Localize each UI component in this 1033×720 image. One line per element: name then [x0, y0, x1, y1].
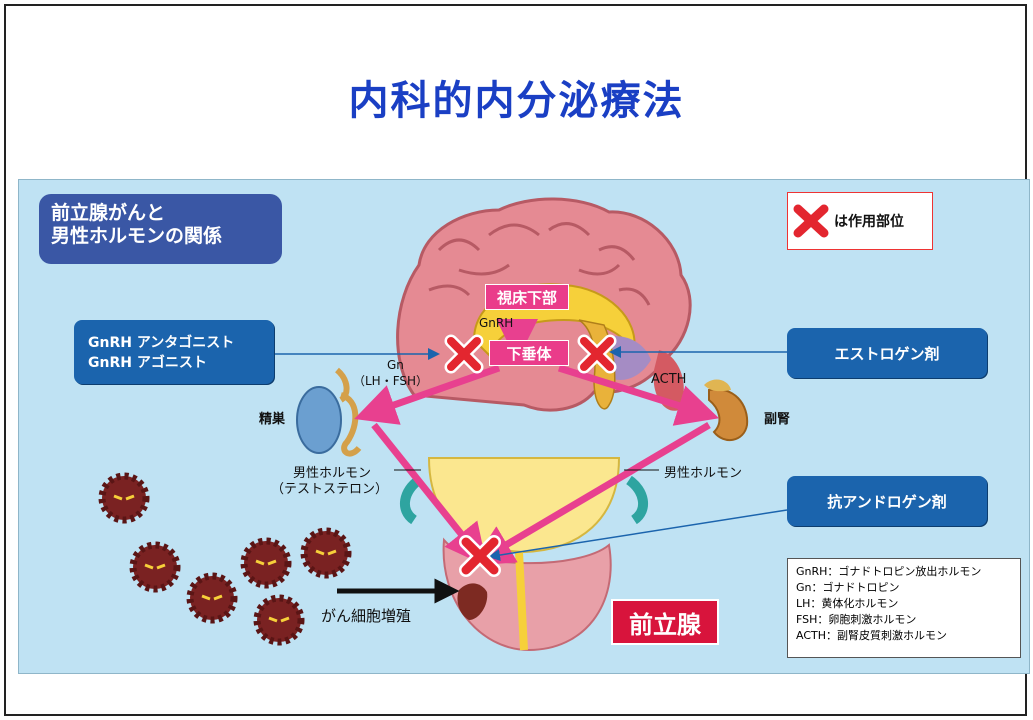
adrenal-label: 副腎 [764, 412, 791, 427]
action-site-cross [444, 334, 484, 374]
action-site-cross [577, 334, 617, 374]
abbreviation-glossary: GnRH：ゴナドトロピン放出ホルモン Gn：ゴナドトロピン LH：黄体化ホルモン… [787, 558, 1021, 658]
legend-label: は作用部位 [834, 214, 904, 230]
androgen-right-label: 男性ホルモン [664, 466, 743, 481]
lh-fsh-label: （LH・FSH） [353, 374, 429, 388]
gnrh-agonist-label: GnRH アゴニスト [88, 355, 207, 371]
diagram-heading: 前立腺がんと 男性ホルモンの関係 [39, 194, 282, 264]
androgen-left-label: 男性ホルモン [293, 466, 372, 481]
adrenal-illustration [704, 379, 749, 441]
glossary-item: GnRH：ゴナドトロピン放出ホルモン [796, 565, 982, 578]
cross-icon [793, 204, 829, 238]
gnrh-drug-box: GnRH アンタゴニスト GnRH アゴニスト [74, 320, 274, 384]
prostate-label: 前立腺 [611, 599, 719, 645]
cancer-cell [300, 527, 352, 579]
heading-line-1: 前立腺がんと [51, 202, 166, 224]
gn-label: Gn [387, 358, 404, 372]
cancer-cell [129, 541, 181, 593]
cancer-cell [186, 572, 238, 624]
pituitary-label: 下垂体 [489, 340, 569, 366]
glossary-item: ACTH：副腎皮質刺激ホルモン [796, 629, 948, 642]
testis-illustration [296, 367, 362, 457]
cancer-cell [240, 537, 292, 589]
acth-label: ACTH [651, 372, 687, 387]
testosterone-label: （テストステロン） [271, 482, 389, 497]
diagram-illustration [98, 197, 788, 652]
cancer-cells [98, 472, 352, 646]
cancer-cell [98, 472, 150, 524]
action-site-cross [459, 535, 501, 577]
heading-line-2: 男性ホルモンの関係 [51, 225, 223, 247]
slide-title: 内科的内分泌療法 [348, 78, 685, 124]
legend: は作用部位 [787, 192, 933, 250]
diagram-panel: 前立腺がんと 男性ホルモンの関係 は作用部位 視床下部 下垂体 GnRH Gn … [18, 179, 1030, 674]
gnrh-antagonist-label: GnRH アンタゴニスト [88, 335, 235, 351]
gnrh-label: GnRH [479, 316, 514, 330]
glossary-item: FSH：卵胞刺激ホルモン [796, 613, 917, 626]
cancer-growth-label: がん細胞増殖 [321, 607, 412, 625]
glossary-item: LH：黄体化ホルモン [796, 597, 899, 610]
cancer-cell [253, 594, 305, 646]
antiandrogen-drug-box: 抗アンドロゲン剤 [787, 476, 987, 526]
hormone-arrows [354, 319, 720, 567]
glossary-item: Gn：ゴナドトロピン [796, 581, 900, 594]
drug-connectors [274, 346, 788, 561]
hypothalamus-label: 視床下部 [485, 284, 569, 310]
estrogen-drug-box: エストロゲン剤 [787, 328, 987, 378]
testis-label: 精巣 [259, 412, 286, 427]
